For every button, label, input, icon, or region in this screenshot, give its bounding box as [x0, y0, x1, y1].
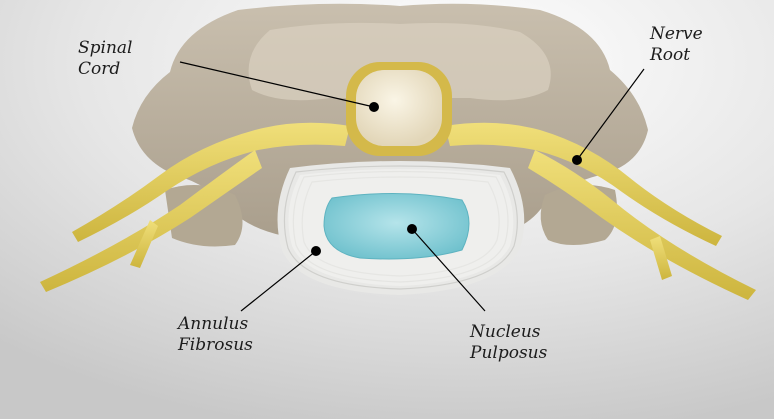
- nucleus-pulposus-label-line-1: Nucleus: [470, 322, 547, 343]
- annulus-fibrosus-pointer-dot: [311, 246, 321, 256]
- annulus-fibrosus-label-line-2: Fibrosus: [178, 335, 253, 356]
- nucleus-pulposus-pointer-dot: [407, 224, 417, 234]
- spinal-cord-label-line-2: Cord: [78, 59, 133, 80]
- nerve-root-label: Nerve Root: [650, 24, 703, 66]
- spinal-cord-pointer-dot: [369, 102, 379, 112]
- spinal-cord-label-line-1: Spinal: [78, 38, 133, 59]
- nerve-root-pointer-dot: [572, 155, 582, 165]
- nucleus-pulposus-label-line-2: Pulposus: [470, 343, 547, 364]
- nerve-root-label-line-2: Root: [650, 45, 703, 66]
- nucleus-pulposus: [324, 193, 469, 259]
- nerve-root-label-line-1: Nerve: [650, 24, 703, 45]
- spinal-cord: [346, 62, 452, 156]
- nucleus-pulposus-label: Nucleus Pulposus: [470, 322, 547, 364]
- annulus-fibrosus-label: Annulus Fibrosus: [178, 314, 253, 356]
- spinal-cord-label: Spinal Cord: [78, 38, 133, 80]
- annulus-fibrosus-label-line-1: Annulus: [178, 314, 253, 335]
